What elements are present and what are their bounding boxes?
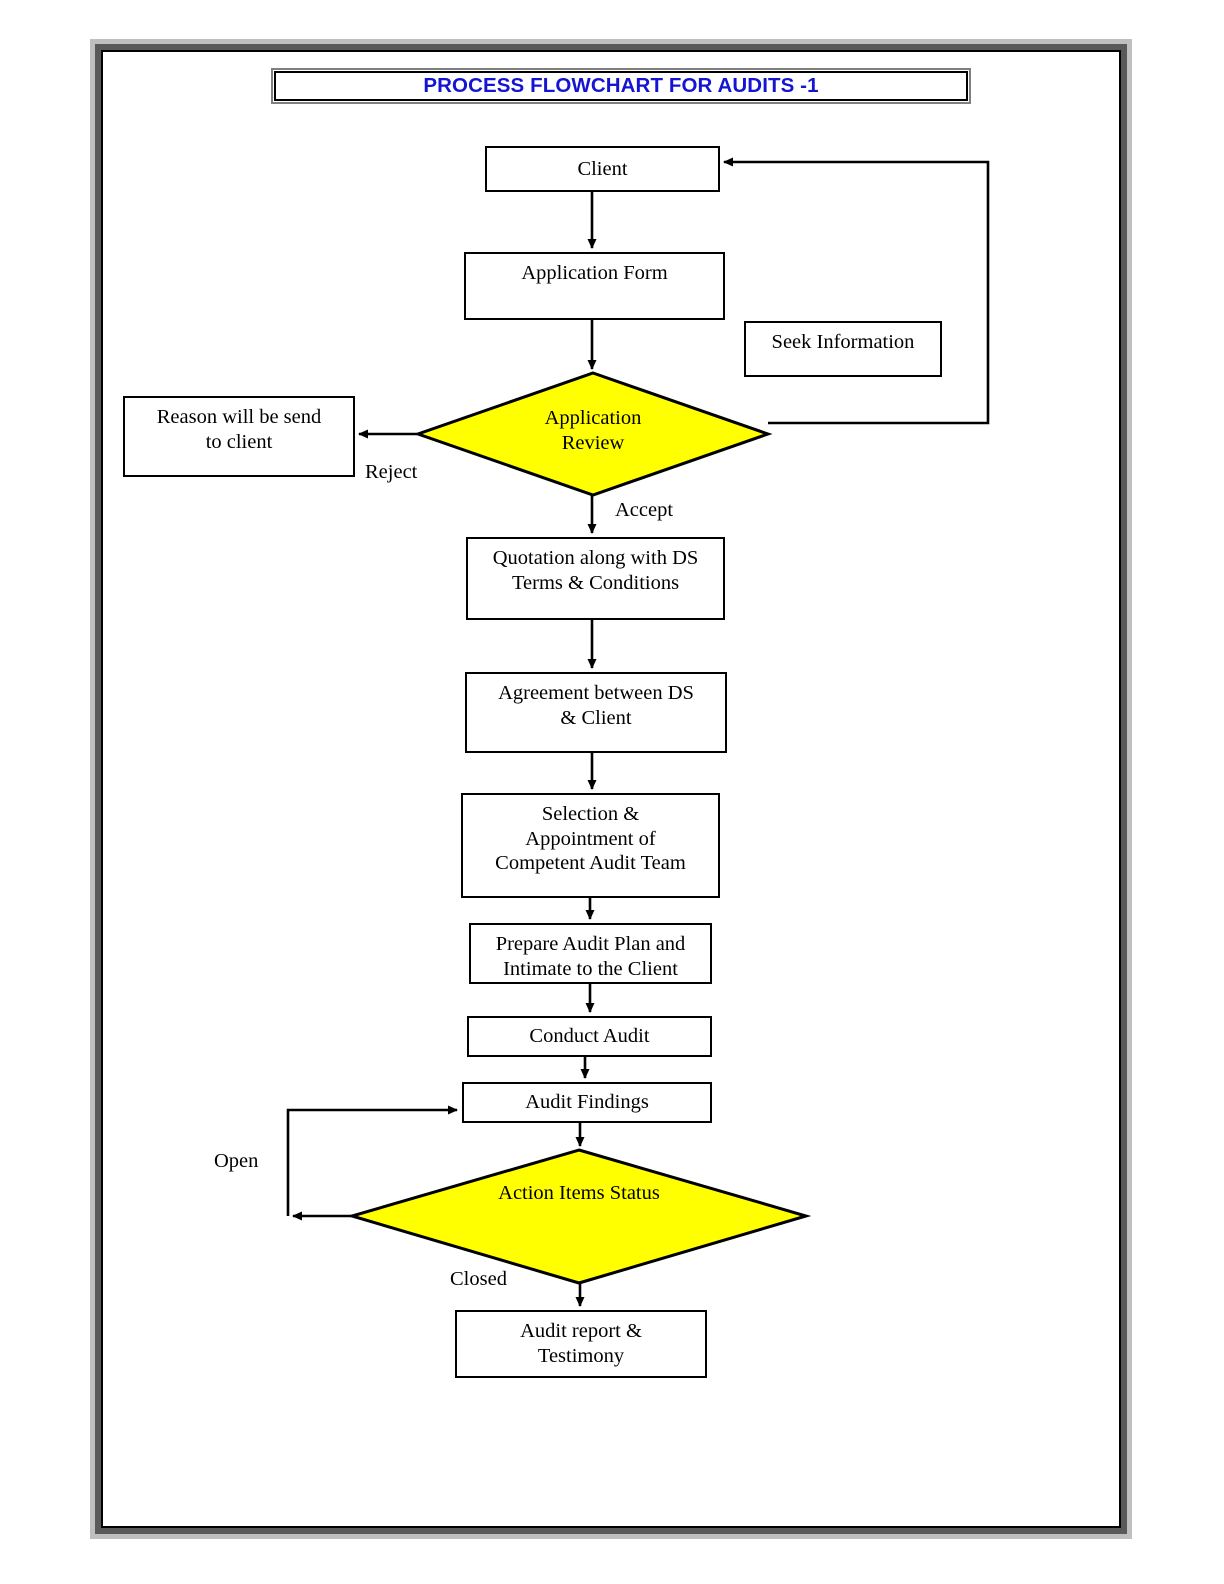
node-application-form-label: Application Form <box>521 262 668 284</box>
node-audit-team-selection-label: Selection & Appointment of Competent Aud… <box>495 803 686 875</box>
edge-label-open: Open <box>214 1150 259 1172</box>
node-client-label: Client <box>577 157 628 180</box>
node-seek-information-label: Seek Information <box>771 331 915 353</box>
node-reason-to-client-label: Reason will be send to client <box>156 406 322 453</box>
node-reason-to-client[interactable]: Reason will be send to client <box>123 396 355 477</box>
node-client[interactable]: Client <box>485 146 720 192</box>
edge-label-reject: Reject <box>365 461 418 483</box>
edge-label-accept: Accept <box>615 499 674 521</box>
node-quotation-terms[interactable]: Quotation along with DS Terms & Conditio… <box>466 537 725 620</box>
node-conduct-audit[interactable]: Conduct Audit <box>467 1016 712 1057</box>
decision-application-review <box>413 371 773 497</box>
node-audit-findings[interactable]: Audit Findings <box>462 1082 712 1123</box>
page-title: PROCESS FLOWCHART FOR AUDITS -1 <box>423 74 819 97</box>
node-agreement-label: Agreement between DS & Client <box>498 682 694 729</box>
node-audit-findings-label: Audit Findings <box>525 1091 649 1114</box>
node-seek-information[interactable]: Seek Information <box>744 321 942 377</box>
decision-action-items-status <box>346 1148 812 1285</box>
node-audit-report[interactable]: Audit report & Testimony <box>455 1310 707 1378</box>
node-quotation-terms-label: Quotation along with DS Terms & Conditio… <box>492 547 699 594</box>
edge-label-closed: Closed <box>450 1268 507 1290</box>
node-application-form[interactable]: Application Form <box>464 252 725 320</box>
node-agreement[interactable]: Agreement between DS & Client <box>465 672 727 753</box>
node-audit-report-label: Audit report & Testimony <box>520 1320 642 1367</box>
node-conduct-audit-label: Conduct Audit <box>529 1025 650 1048</box>
page-border-middle <box>95 44 1127 1534</box>
page-border-outer <box>90 39 1132 1539</box>
title-banner: PROCESS FLOWCHART FOR AUDITS -1 <box>274 71 968 101</box>
node-audit-team-selection[interactable]: Selection & Appointment of Competent Aud… <box>461 793 720 898</box>
node-audit-plan-label: Prepare Audit Plan and Intimate to the C… <box>495 933 686 980</box>
node-audit-plan[interactable]: Prepare Audit Plan and Intimate to the C… <box>469 923 712 984</box>
